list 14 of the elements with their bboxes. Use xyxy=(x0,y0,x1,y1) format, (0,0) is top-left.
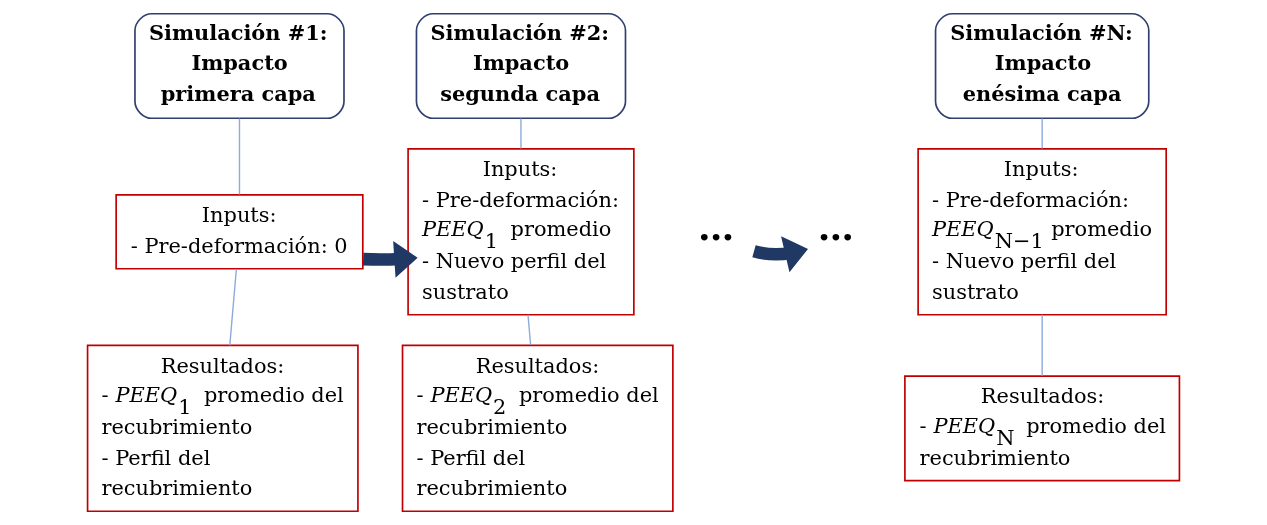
connector xyxy=(520,117,522,150)
connector xyxy=(229,268,238,347)
node-text: … xyxy=(697,205,735,249)
node-box: Inputs: - Pre-deformación: 0 xyxy=(115,194,364,270)
node-text: … xyxy=(817,205,855,249)
connector xyxy=(1041,314,1043,377)
connector xyxy=(527,314,532,346)
node-box: Simulación #N: Impacto enésima capa xyxy=(934,12,1150,120)
node-box: Simulación #1: Impacto primera capa xyxy=(134,12,345,120)
arrow xyxy=(752,236,808,273)
connector xyxy=(238,117,241,196)
node-box: Simulación #2: Impacto segunda capa xyxy=(415,12,627,120)
connector xyxy=(1041,117,1043,150)
arrow xyxy=(362,240,418,278)
